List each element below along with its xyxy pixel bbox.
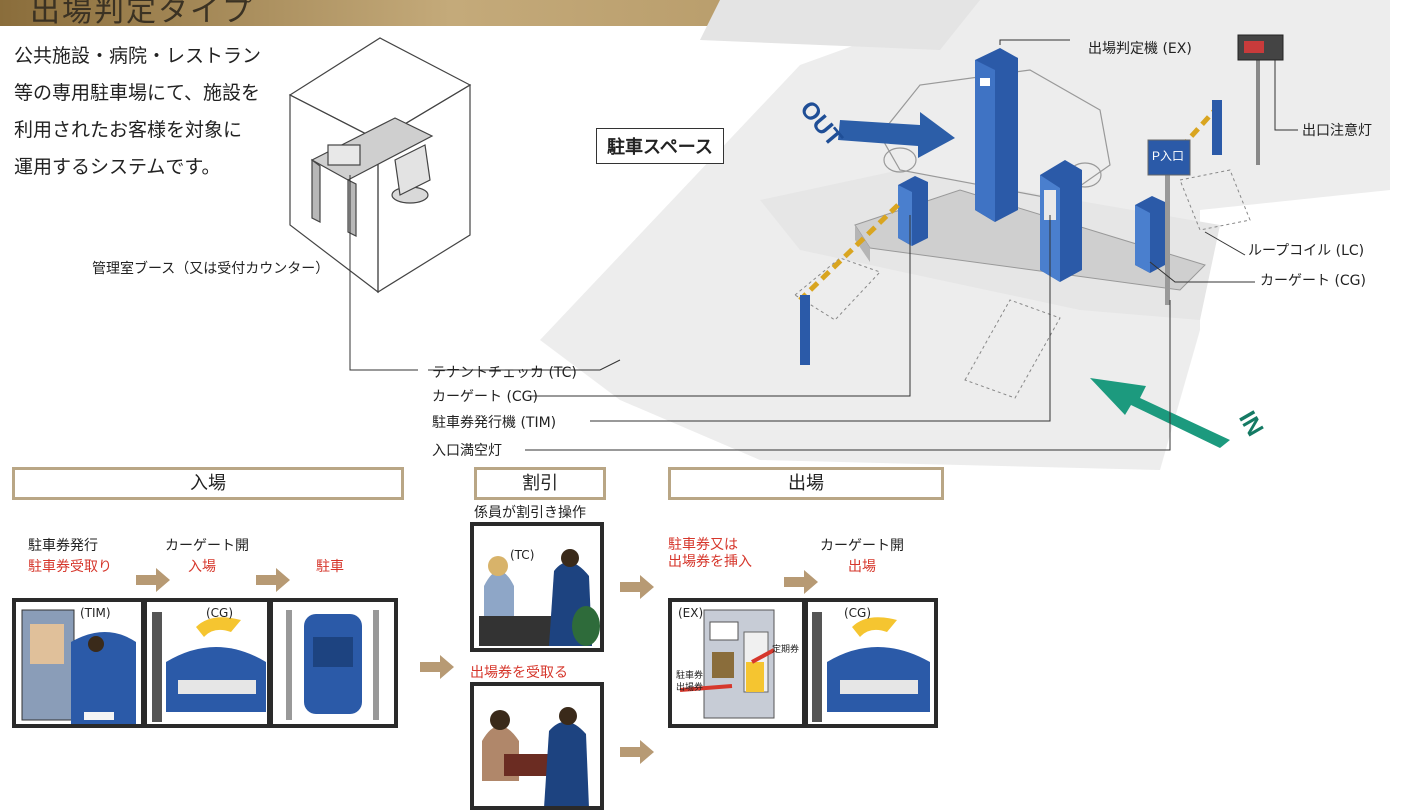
discount-subtitle: 係員が割引き操作: [474, 505, 586, 521]
parking-space-label: 駐車スペース: [596, 128, 724, 164]
entry-panel-tag: (TIM): [80, 606, 111, 620]
parking-diagram: OUT IN P入口: [288, 0, 1390, 470]
discount-receive-label: 出場券を受取る: [470, 665, 568, 681]
entry-panel-art: [16, 602, 394, 724]
intro-text: 公共施設・病院・レストラン 等の専用駐車場にて、施設を 利用されたお客様を対象に…: [14, 38, 261, 186]
ex-callout: 出場判定機 (EX): [1088, 41, 1192, 57]
exit-step-red: 駐車券又は 出場券を挿入: [668, 537, 752, 571]
entrance-sign: P入口: [1147, 139, 1191, 305]
car-gate-callout-right: カーゲート (CG): [1260, 273, 1366, 289]
exit-panel-art: [672, 602, 934, 724]
ex-machine: [975, 48, 1018, 222]
exit-small-label: 定期券: [772, 645, 800, 655]
exit-panel-strip: (EX) (CG) 定期券 駐車券 出場券: [668, 598, 938, 728]
exit-small-label: 出場券: [676, 683, 704, 693]
discount-section-title: 割引: [474, 467, 606, 500]
discount-panel-tag: (TC): [510, 548, 535, 562]
parking-floor: [540, 0, 1390, 470]
page-title: 出場判定タイプ: [30, 0, 254, 29]
entry-panel-strip: (TIM) (CG): [12, 598, 398, 728]
in-label: IN: [1233, 407, 1268, 441]
entry-panel-tag: (CG): [206, 606, 234, 620]
discount-panel-2-art: [474, 686, 600, 806]
discount-panel-art: [474, 526, 600, 648]
exit-section-title: 出場: [668, 467, 944, 500]
exit-small-label: 駐車券: [676, 671, 704, 681]
entry-section-title: 入場: [12, 467, 404, 500]
flow-arrow: [620, 575, 654, 599]
flow-arrow: [620, 740, 654, 764]
exit-step-red: 出場: [848, 559, 876, 575]
exit-lamp: [1237, 34, 1284, 165]
out-arrow: [838, 112, 955, 158]
intro-line: 等の専用駐車場にて、施設を: [14, 82, 261, 104]
booth-label: 管理室ブース（又は受付カウンター）: [92, 261, 330, 277]
gate-box-left: [898, 176, 928, 246]
entry-step-top: カーゲート開: [165, 538, 249, 554]
tim-callout: 駐車券発行機 (TIM): [432, 415, 557, 431]
loop-coil-callout: ループコイル (LC): [1248, 243, 1365, 259]
entry-step-red: 駐車券受取り: [28, 559, 112, 575]
in-arrow: [1090, 378, 1230, 448]
entry-step-red: 入場: [188, 559, 216, 575]
gate-box-right: [1135, 196, 1165, 273]
entry-step-red: 駐車: [316, 559, 344, 575]
exit-insert-label: 駐車券又は 出場券を挿入: [668, 537, 752, 570]
booth-illustration: [288, 37, 472, 294]
flow-arrow: [256, 568, 290, 592]
flow-arrow: [784, 570, 818, 594]
entrance-lamp-callout: 入口満空灯: [432, 443, 502, 459]
flow-arrow: [136, 568, 170, 592]
cg-callout: カーゲート (CG): [432, 389, 538, 405]
svg-text:P入口: P入口: [1152, 149, 1184, 163]
intro-line: 公共施設・病院・レストラン: [14, 45, 262, 67]
ticket-machine: [1040, 160, 1082, 282]
flow-arrow: [420, 655, 454, 679]
tc-callout: テナントチェッカ (TC): [432, 365, 577, 381]
intro-line: 利用されたお客様を対象に: [14, 119, 243, 141]
exit-panel-tag: (EX): [678, 606, 704, 620]
intro-line: 運用するシステムです。: [14, 156, 221, 178]
entry-step-top: 駐車券発行: [28, 538, 98, 554]
discount-panel: (TC): [470, 522, 604, 652]
exit-lamp-callout: 出口注意灯: [1302, 123, 1372, 139]
exit-panel-tag: (CG): [844, 606, 872, 620]
exit-step-top: カーゲート開: [820, 538, 904, 554]
discount-panel-2: [470, 682, 604, 810]
